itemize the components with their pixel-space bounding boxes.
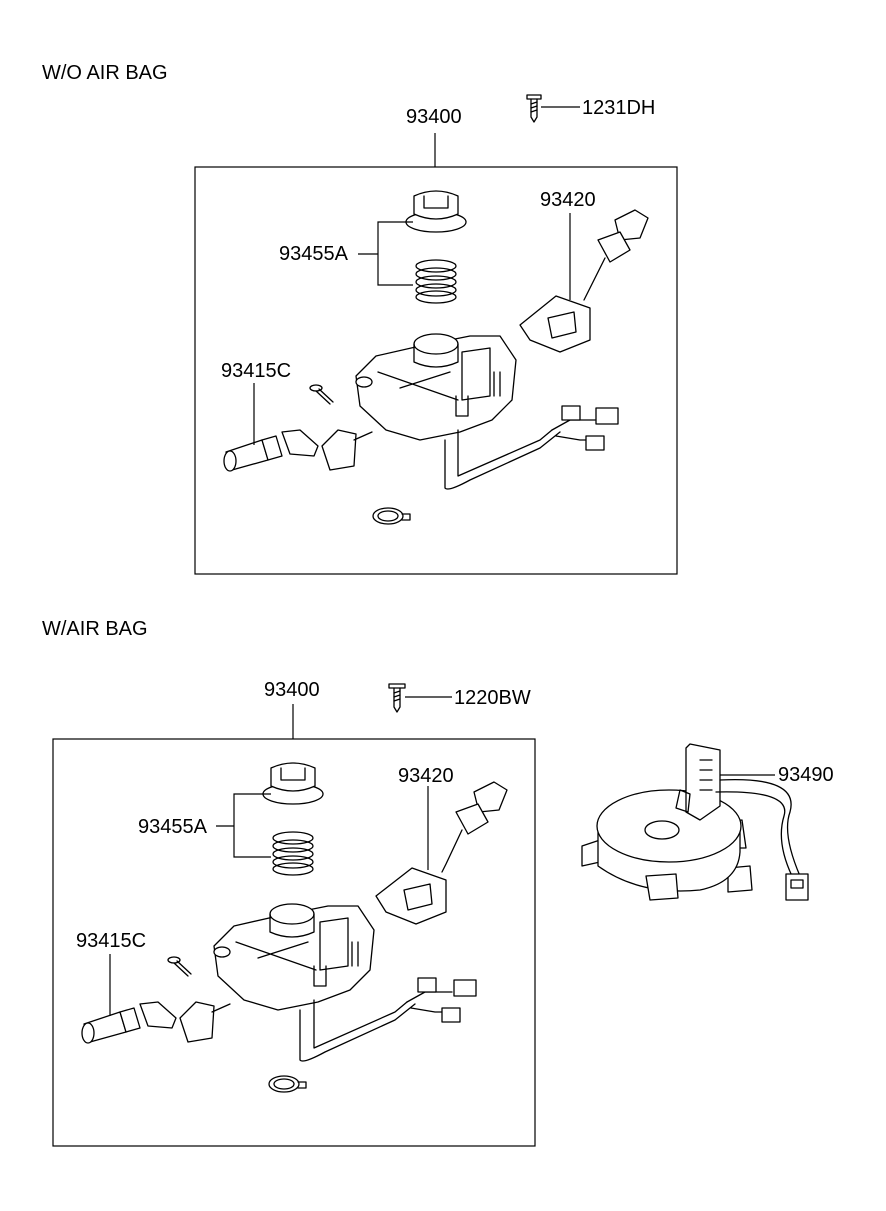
label-1220bw: 1220BW (454, 687, 531, 709)
label-93490: 93490 (778, 764, 834, 786)
cap-icon-1 (405, 190, 467, 233)
section-without-airbag-drawing (194, 94, 678, 575)
light-switch-icon-1 (223, 429, 373, 472)
wiring-harness-icon-2 (299, 977, 477, 1062)
assembly-frame-1 (194, 166, 678, 575)
section-title-without-airbag: W/O AIR BAG (42, 62, 168, 84)
clock-spring-icon (581, 743, 809, 901)
cap-icon-2 (262, 762, 324, 805)
label-1231dh: 1231DH (582, 97, 656, 119)
pin-icon-2 (167, 956, 192, 977)
label-93415c-1: 93415C (221, 360, 292, 382)
screw-1220bw-icon (388, 683, 406, 713)
screw-1231dh-icon (526, 94, 542, 123)
section-title-with-airbag: W/AIR BAG (42, 618, 148, 640)
light-switch-icon-2 (81, 1001, 231, 1044)
spring-icon-2 (272, 831, 314, 876)
switch-housing-icon-2 (213, 903, 375, 1011)
label-93420-1: 93420 (540, 189, 596, 211)
spring-icon-1 (415, 259, 457, 304)
leader-93455a-2 (216, 793, 271, 858)
label-93400-2: 93400 (264, 679, 320, 701)
clamp-icon-2 (268, 1075, 307, 1093)
wiper-switch-icon-2 (375, 781, 508, 925)
clamp-icon-1 (372, 507, 411, 525)
assembly-frame-2 (52, 738, 536, 1147)
label-93420-2: 93420 (398, 765, 454, 787)
label-93455a-1: 93455A (279, 243, 348, 265)
wiring-harness-icon-1 (444, 405, 619, 490)
pin-icon-1 (309, 384, 334, 405)
wiper-switch-icon-1 (519, 209, 649, 353)
label-93415c-2: 93415C (76, 930, 147, 952)
label-93400-1: 93400 (406, 106, 462, 128)
leader-93455a-1 (358, 221, 413, 286)
label-93455a-2: 93455A (138, 816, 207, 838)
section-with-airbag-drawing (52, 683, 809, 1147)
switch-housing-icon-1 (355, 333, 517, 441)
